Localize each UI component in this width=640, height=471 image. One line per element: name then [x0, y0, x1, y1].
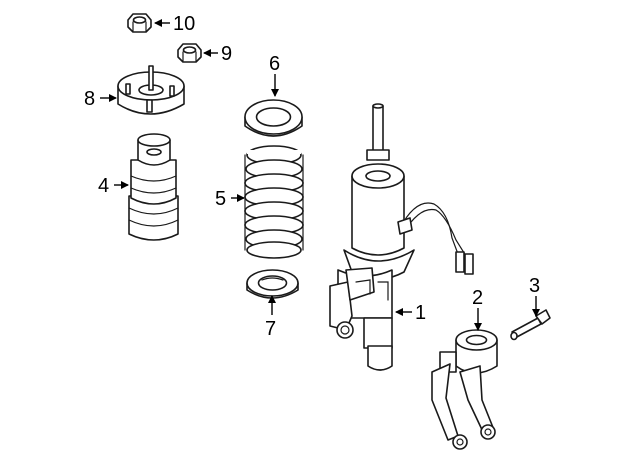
part-4-bump-stop [128, 133, 179, 241]
part-10-nut [127, 13, 152, 33]
callout-6-label: 6 [269, 53, 280, 75]
callout-1-label: 1 [415, 302, 426, 324]
callout-9-label: 9 [221, 43, 232, 65]
part-8-strut-mount [117, 65, 185, 115]
callout-2: 2 [472, 287, 483, 331]
callout-9: 9 [203, 43, 232, 65]
part-7-spring-pad [246, 269, 299, 299]
callout-2-label: 2 [472, 287, 483, 309]
part-9-nut [177, 43, 202, 63]
callout-4: 4 [98, 175, 129, 197]
callout-1: 1 [395, 302, 426, 324]
callout-4-label: 4 [98, 175, 109, 197]
callout-5: 5 [215, 188, 245, 210]
part-1-strut-assembly [329, 103, 474, 371]
callout-10: 10 [154, 13, 195, 35]
callout-3-label: 3 [529, 275, 540, 297]
part-3-bolt [510, 309, 551, 341]
callout-7-label: 7 [265, 318, 276, 340]
part-5-coil-spring [244, 145, 304, 259]
part-2-knuckle-bracket [431, 329, 498, 450]
callout-10-label: 10 [173, 13, 195, 35]
callout-3: 3 [529, 275, 540, 317]
callout-7: 7 [265, 295, 276, 340]
callout-6: 6 [269, 53, 280, 97]
callout-5-label: 5 [215, 188, 226, 210]
part-6-spring-seat [244, 99, 303, 137]
callout-8-label: 8 [84, 88, 95, 110]
callout-8: 8 [84, 88, 117, 110]
